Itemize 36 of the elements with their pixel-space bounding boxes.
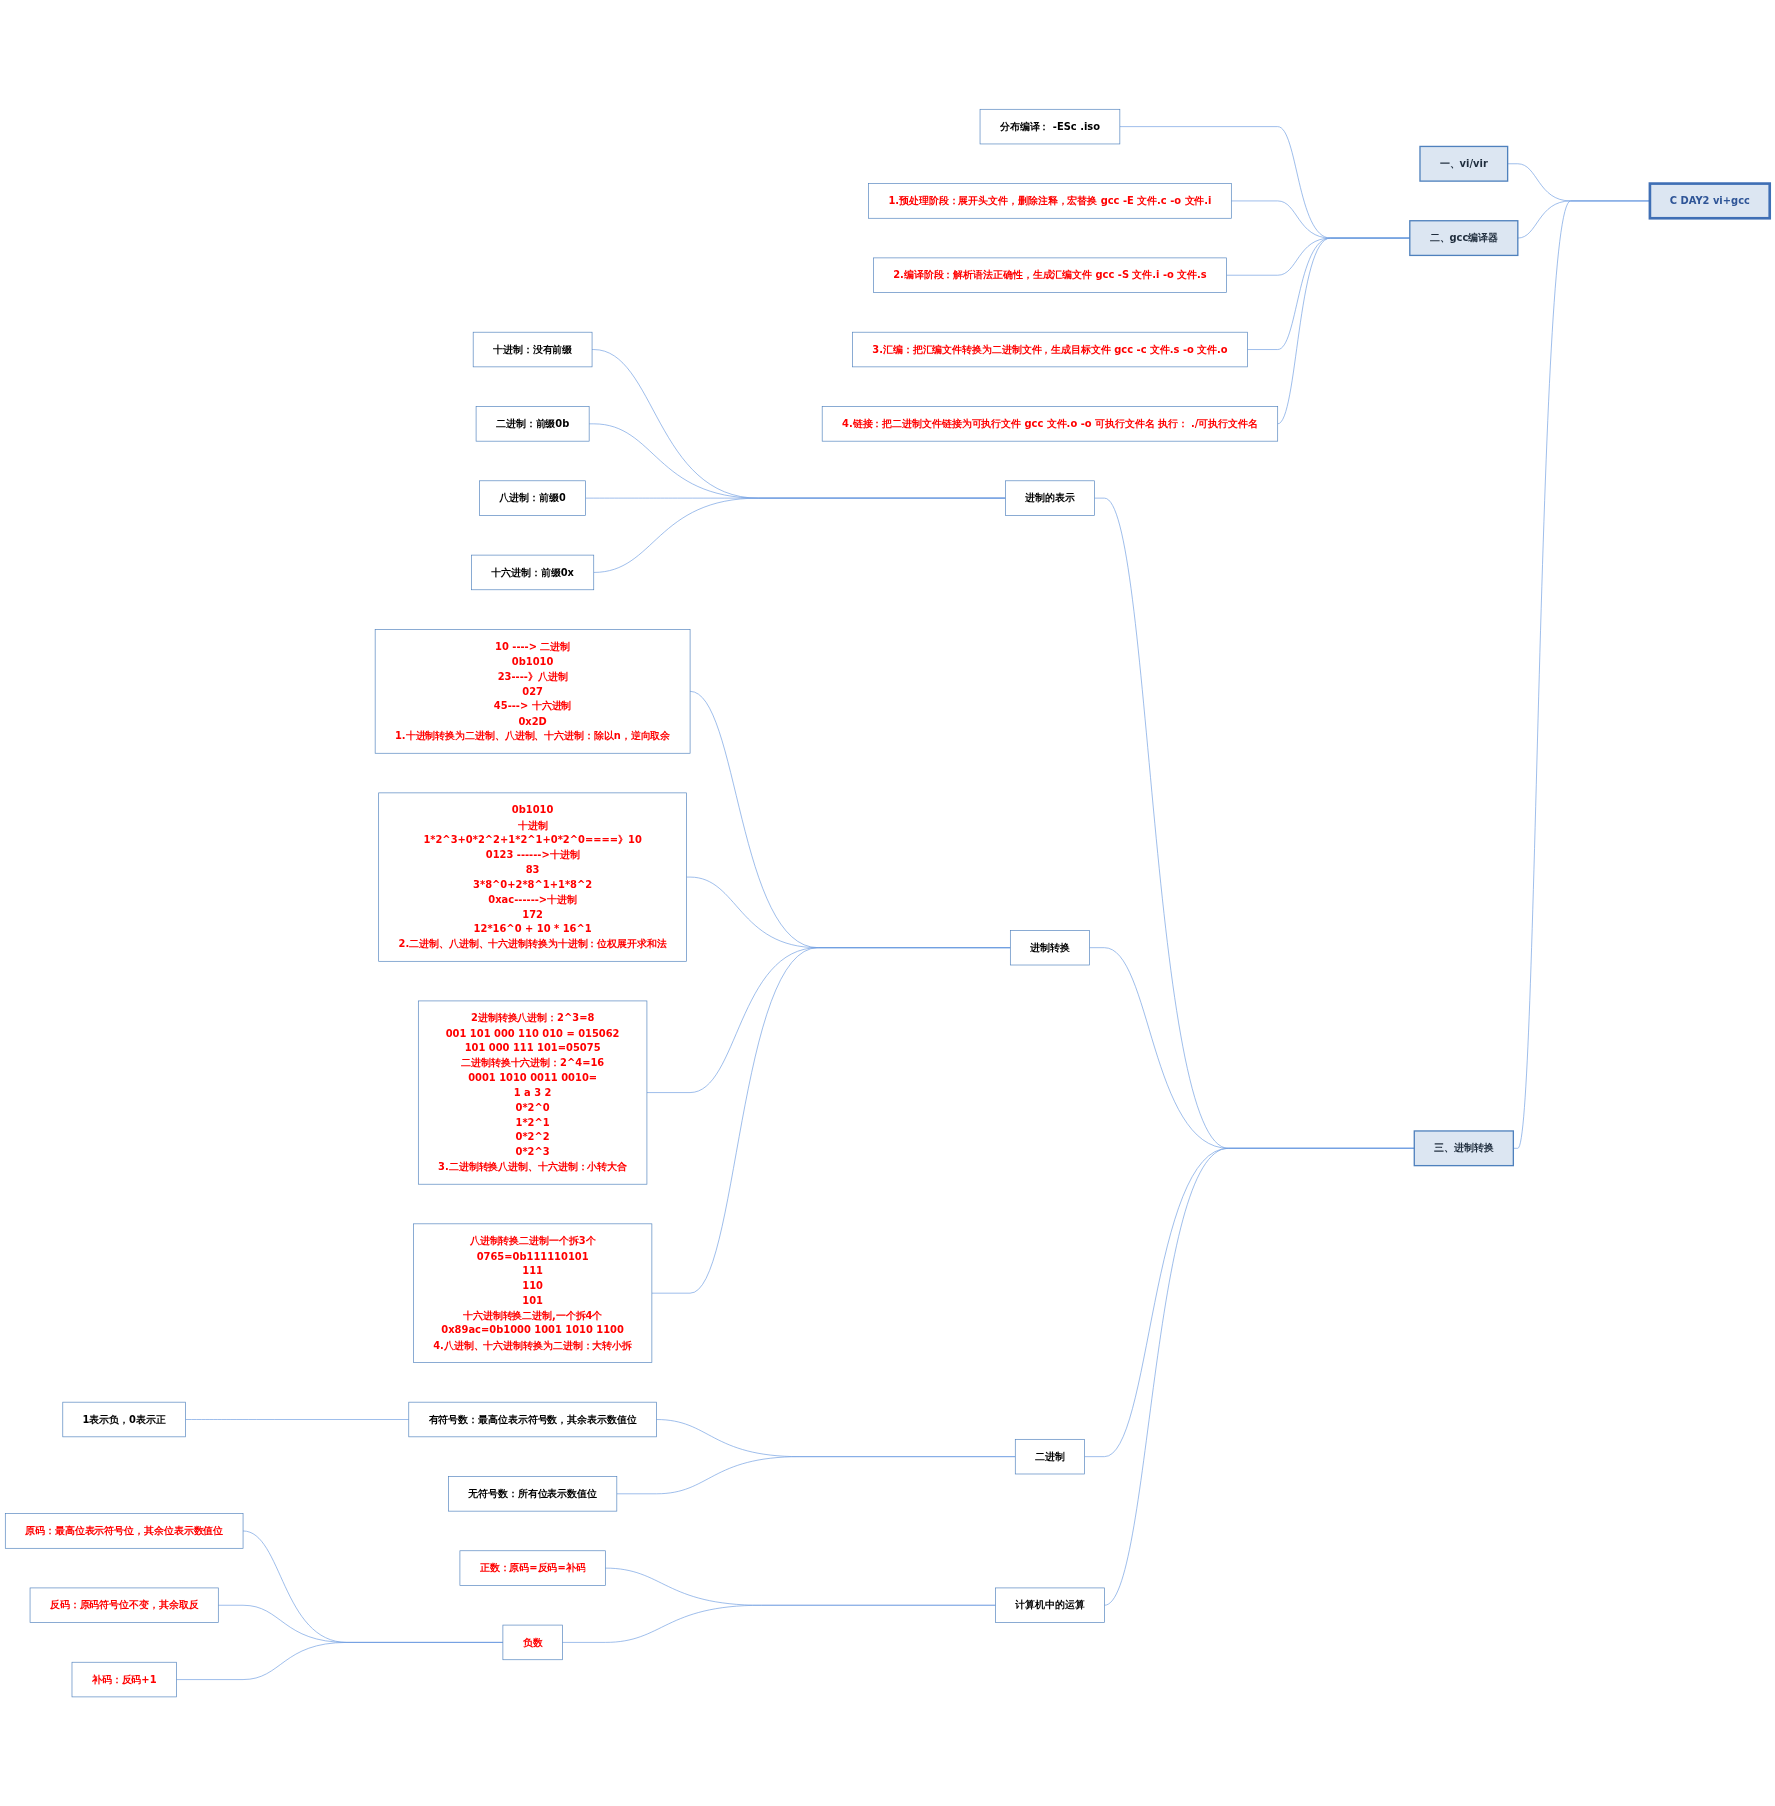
node-box: [1648, 182, 1772, 220]
node-box: [868, 183, 1232, 219]
node-box: [979, 108, 1121, 145]
node-box: [1413, 1130, 1514, 1167]
node-box: [29, 1587, 219, 1623]
node-box: [472, 331, 593, 368]
connector: [593, 497, 1006, 573]
node-box: [418, 1000, 648, 1185]
node-box: [1010, 929, 1090, 966]
node-box: [378, 792, 687, 962]
node-box: [448, 1476, 618, 1512]
connector: [651, 947, 1011, 1294]
node-box: [4, 1513, 244, 1549]
node-box: [502, 1624, 563, 1660]
node-box: [821, 406, 1279, 442]
connector: [562, 1604, 996, 1643]
connector: [1104, 1147, 1415, 1606]
node-box: [62, 1401, 186, 1438]
node-box: [1014, 1438, 1085, 1475]
node-box: [71, 1661, 177, 1698]
node-box: [873, 257, 1227, 293]
node-box: [479, 480, 586, 516]
connector: [616, 1456, 1016, 1495]
node-box: [471, 554, 595, 591]
connector: [176, 1642, 504, 1680]
node-box: [1409, 220, 1519, 256]
node-box: [475, 406, 590, 442]
node-box: [374, 629, 691, 754]
node-box: [459, 1550, 606, 1586]
node-box: [1419, 145, 1509, 182]
node-box: [1005, 480, 1095, 516]
connector: [185, 1419, 410, 1420]
node-box: [413, 1223, 653, 1363]
node-box: [995, 1587, 1105, 1623]
node-box: [408, 1401, 657, 1438]
node-box: [852, 331, 1248, 368]
